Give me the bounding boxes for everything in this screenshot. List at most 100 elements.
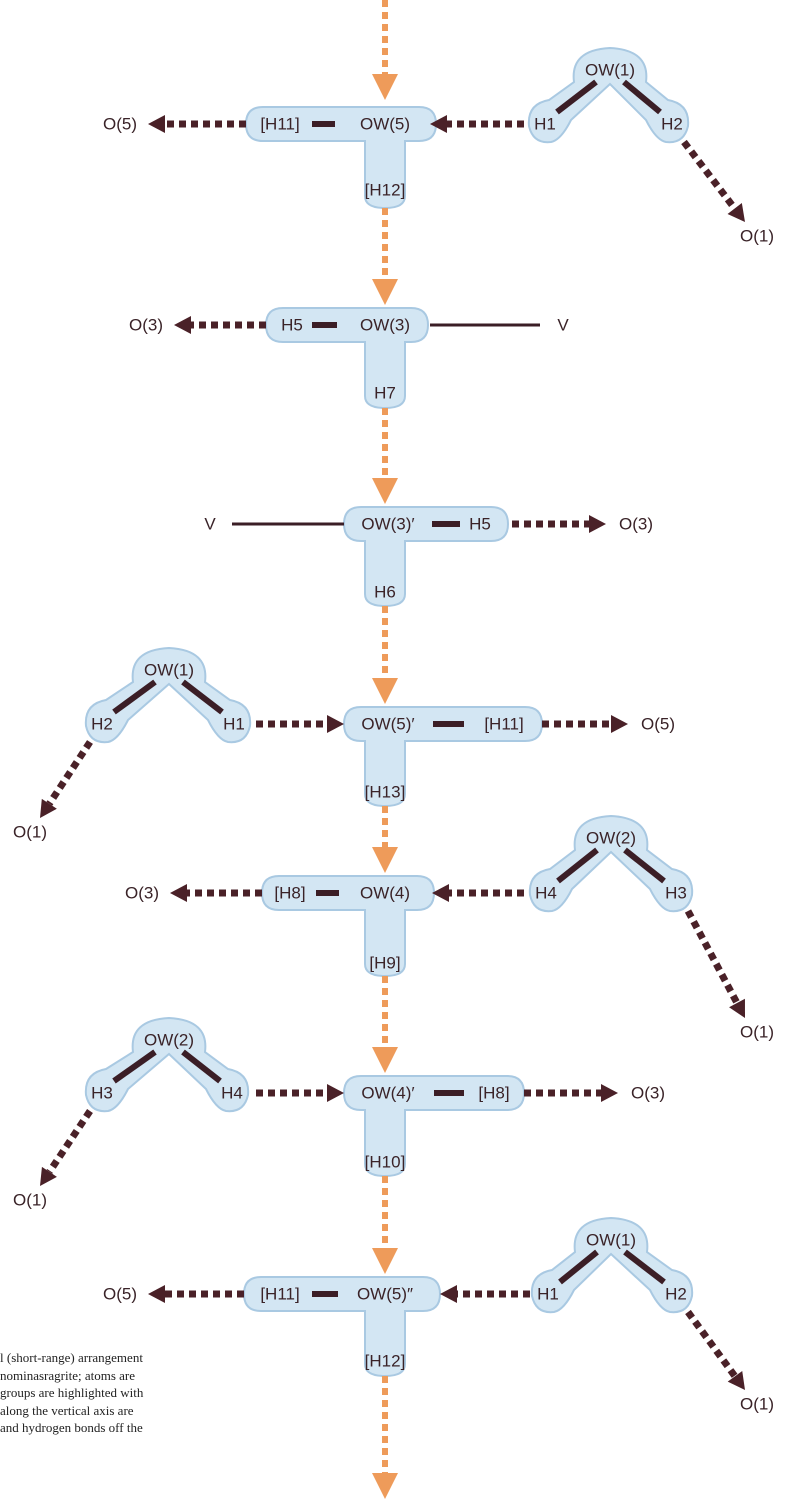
water-oxygen-label: OW(5) bbox=[360, 115, 410, 134]
axial-hydrogen-label: H7 bbox=[374, 384, 396, 403]
axial-hydrogen-label: [H12] bbox=[365, 181, 406, 200]
axial-hydrogen-label: [H9] bbox=[369, 954, 400, 973]
acceptor-oxygen-label: O(1) bbox=[13, 1191, 47, 1210]
figure-caption-fragment: l (short-range) arrangement nominasragri… bbox=[0, 1349, 232, 1437]
side-water-oxygen-label: OW(1) bbox=[585, 61, 635, 80]
axial-arrowhead bbox=[372, 74, 398, 100]
covalent-bond bbox=[555, 79, 598, 115]
side-water-oxygen-label: OW(1) bbox=[586, 1231, 636, 1250]
caption-line: groups are highlighted with bbox=[0, 1385, 144, 1400]
arrowhead bbox=[148, 1285, 165, 1303]
side-water-oxygen-label: OW(2) bbox=[586, 829, 636, 848]
water-highlight bbox=[84, 646, 252, 744]
covalent-bond bbox=[112, 1049, 157, 1084]
hydrogen-label: H3 bbox=[665, 884, 687, 903]
hydrogen-label: H2 bbox=[91, 715, 113, 734]
hydrogen-bond-arrow bbox=[681, 139, 738, 211]
hydrogen-label: H3 bbox=[91, 1084, 113, 1103]
water-oxygen-label: OW(5)′ bbox=[361, 715, 414, 734]
axial-hydrogen-label: [H12] bbox=[365, 1352, 406, 1371]
arrowhead bbox=[40, 798, 57, 818]
axial-hydrogen-label: [H13] bbox=[365, 783, 406, 802]
donor-hydrogen-label: H1 bbox=[223, 715, 245, 734]
axial-arrowhead bbox=[372, 678, 398, 704]
acceptor-oxygen-label: O(3) bbox=[125, 884, 159, 903]
acceptor-oxygen-label: O(3) bbox=[631, 1084, 665, 1103]
side-water-oxygen-label: OW(2) bbox=[144, 1031, 194, 1050]
hydrogen-label: [H11] bbox=[260, 1285, 299, 1304]
donor-hydrogen-label: H4 bbox=[535, 884, 557, 903]
acceptor-oxygen-label: O(1) bbox=[13, 823, 47, 842]
arrowhead bbox=[589, 515, 606, 533]
covalent-bond bbox=[623, 847, 666, 884]
hydrogen-label: [H8] bbox=[478, 1084, 509, 1103]
covalent-bond bbox=[112, 679, 157, 715]
arrowhead bbox=[727, 1370, 745, 1390]
arrowhead bbox=[432, 884, 449, 902]
donor-hydrogen-label: H1 bbox=[534, 115, 556, 134]
covalent-bond bbox=[181, 1049, 222, 1084]
covalent-bond bbox=[623, 1249, 666, 1285]
caption-line: along the vertical axis are bbox=[0, 1402, 134, 1418]
hydrogen-label: [H11] bbox=[484, 715, 523, 734]
caption-line: and hydrogen bonds off the bbox=[0, 1420, 143, 1435]
acceptor-oxygen-label: O(3) bbox=[129, 316, 163, 335]
caption-line: nominasragrite; atoms are bbox=[0, 1367, 136, 1383]
side-water-oxygen-label: OW(1) bbox=[144, 661, 194, 680]
acceptor-oxygen-label: O(1) bbox=[740, 1023, 774, 1042]
water-molecule-highlights bbox=[84, 46, 694, 1378]
arrowhead bbox=[430, 115, 447, 133]
arrowhead bbox=[611, 715, 628, 733]
donor-hydrogen-label: H1 bbox=[537, 1285, 559, 1304]
water-highlight bbox=[530, 1216, 694, 1314]
arrowhead bbox=[601, 1084, 618, 1102]
acceptor-oxygen-label: O(1) bbox=[740, 227, 774, 246]
water-highlight bbox=[528, 814, 694, 913]
water-highlight bbox=[527, 46, 690, 144]
acceptor-oxygen-label: O(3) bbox=[619, 515, 653, 534]
water-oxygen-label: OW(3) bbox=[360, 316, 410, 335]
water-oxygen-label: OW(4)′ bbox=[361, 1084, 414, 1103]
arrowhead bbox=[174, 316, 191, 334]
arrowhead bbox=[148, 115, 165, 133]
hydrogen-label: [H11] bbox=[260, 115, 299, 134]
acceptor-oxygen-label: O(5) bbox=[103, 115, 137, 134]
axial-arrowhead bbox=[372, 478, 398, 504]
axial-arrowhead bbox=[372, 1473, 398, 1499]
water-oxygen-label: OW(5)″ bbox=[357, 1285, 413, 1304]
hydrogen-bond-arrow bbox=[46, 740, 93, 806]
caption-line: l (short-range) arrangement bbox=[0, 1350, 143, 1365]
covalent-bond bbox=[622, 79, 662, 115]
axial-arrowhead bbox=[372, 847, 398, 873]
water-oxygen-label: OW(3)′ bbox=[361, 515, 414, 534]
hydrogen-label: H5 bbox=[281, 316, 303, 335]
acceptor-oxygen-label: O(5) bbox=[641, 715, 675, 734]
vanadium-label: V bbox=[557, 316, 569, 335]
acceptor-oxygen-label: O(5) bbox=[103, 1285, 137, 1304]
water-oxygen-label: OW(4) bbox=[360, 884, 410, 903]
acceptor-oxygen-label: O(1) bbox=[740, 1395, 774, 1414]
axial-arrowhead bbox=[372, 1248, 398, 1274]
hydrogen-bond-arrow bbox=[684, 909, 741, 1005]
arrowhead bbox=[327, 715, 344, 733]
axial-arrowhead bbox=[372, 279, 398, 305]
axial-hydrogen-label: [H10] bbox=[365, 1153, 406, 1172]
hydrogen-label: [H8] bbox=[274, 884, 305, 903]
arrowhead bbox=[170, 884, 187, 902]
hydrogen-bond-arrow bbox=[46, 1109, 93, 1174]
arrowhead bbox=[327, 1084, 344, 1102]
hydrogen-label: H5 bbox=[469, 515, 491, 534]
donor-hydrogen-label: H4 bbox=[221, 1084, 243, 1103]
arrowhead bbox=[440, 1285, 457, 1303]
vanadium-label: V bbox=[204, 515, 216, 534]
axial-arrowhead bbox=[372, 1047, 398, 1073]
axial-hydrogen-label: H6 bbox=[374, 583, 396, 602]
hydrogen-label: H2 bbox=[665, 1285, 687, 1304]
covalent-bond bbox=[556, 847, 599, 884]
axial-hydrogen-bonds bbox=[372, 0, 398, 1499]
hydrogen-label: H2 bbox=[661, 115, 683, 134]
bonds-and-hydrogen-bonds bbox=[40, 79, 745, 1390]
arrowhead bbox=[40, 1166, 57, 1186]
